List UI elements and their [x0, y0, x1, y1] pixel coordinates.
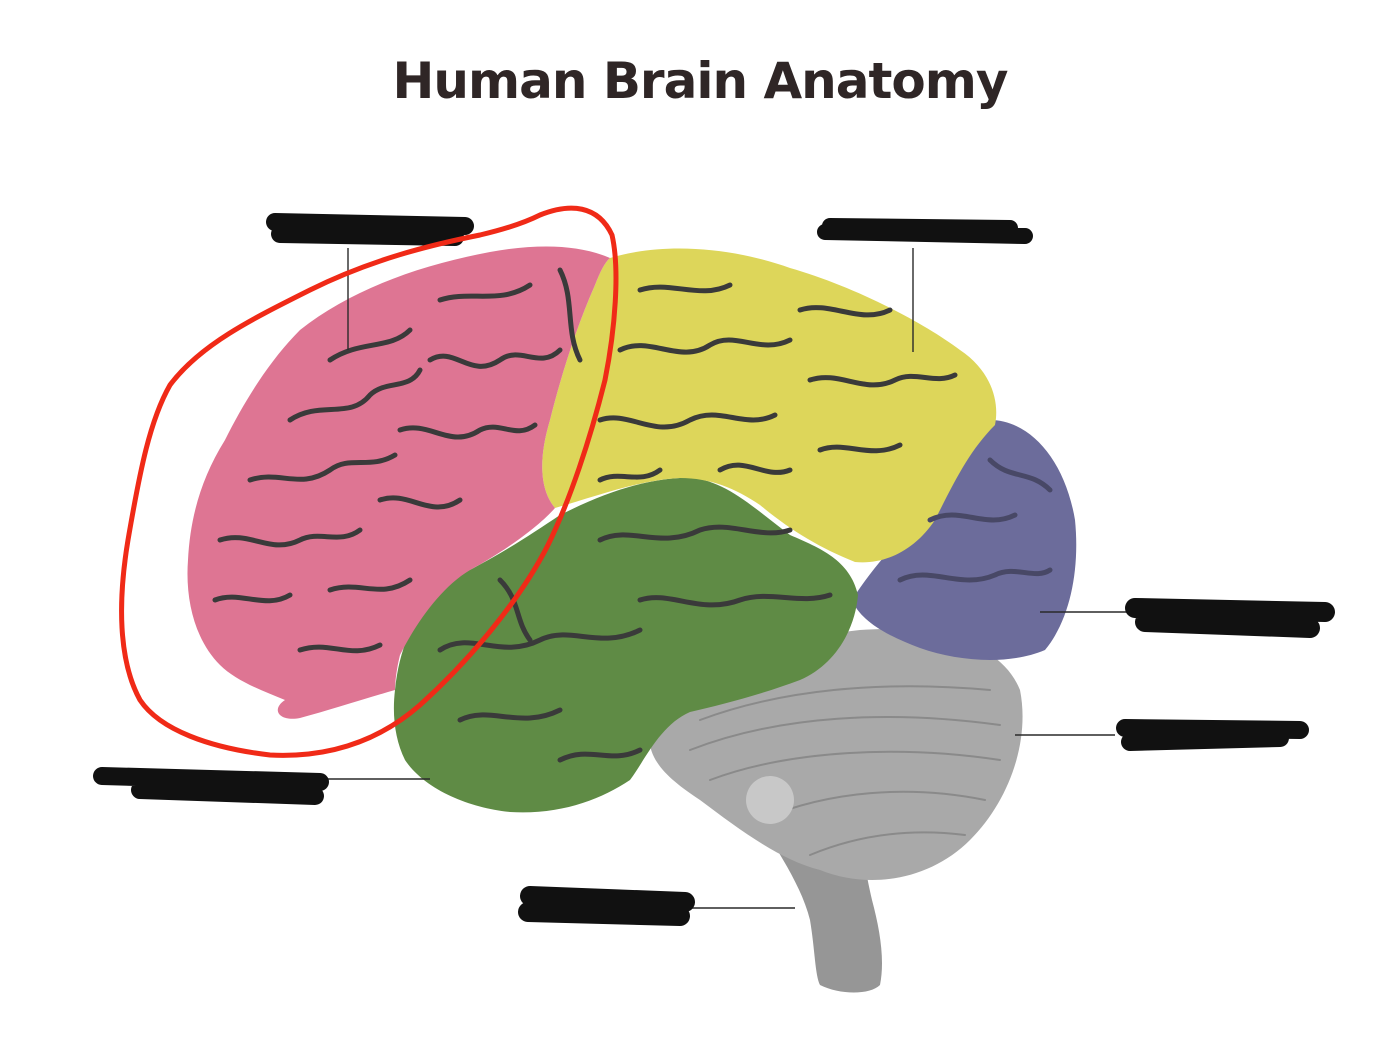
label-parietal — [825, 226, 1025, 236]
arbor-vitae-highlight — [746, 776, 794, 824]
label-temporal — [102, 776, 320, 796]
label-brainstem — [528, 896, 685, 916]
label-occipital — [1135, 608, 1325, 628]
label-frontal — [275, 222, 465, 237]
label-cerebellum — [1125, 728, 1300, 742]
